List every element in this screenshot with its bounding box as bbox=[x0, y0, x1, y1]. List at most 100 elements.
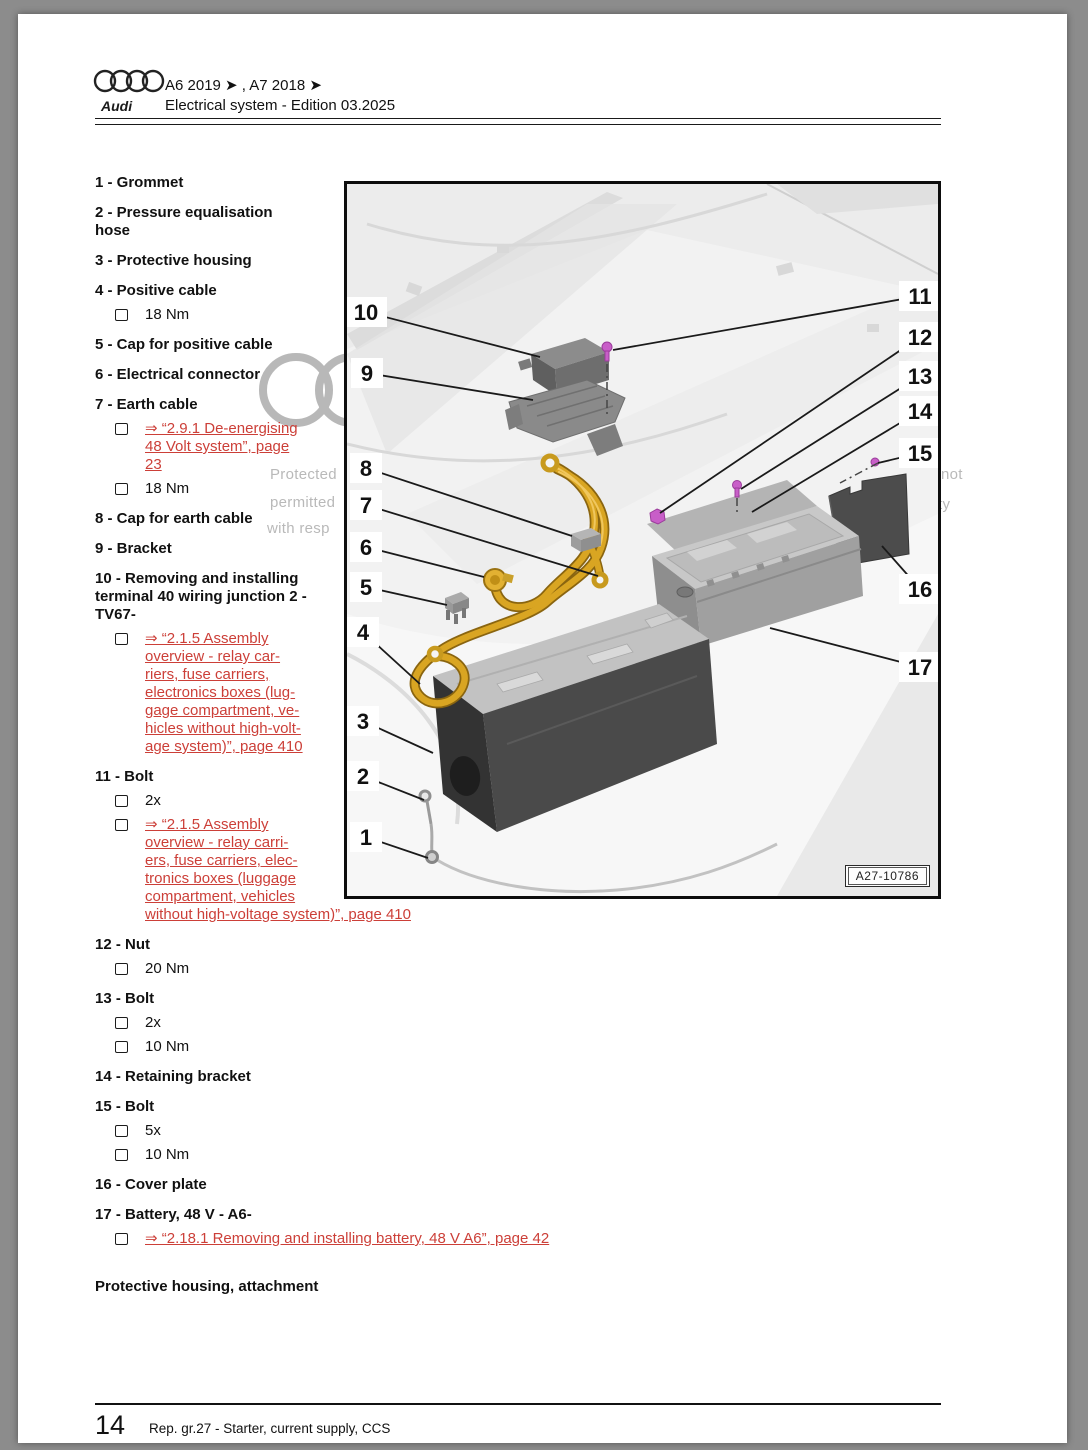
callout-number: 17 bbox=[908, 655, 932, 680]
callout-leader-line bbox=[751, 410, 921, 513]
assembly-axes bbox=[606, 364, 738, 516]
callout-leader-line bbox=[365, 504, 599, 577]
callout-number: 3 bbox=[357, 709, 369, 734]
audi-wordmark: Audi bbox=[100, 98, 133, 114]
earth-cap-part bbox=[571, 528, 601, 552]
watermark-fragment: ty bbox=[938, 496, 951, 513]
part-title: 17 - Battery, 48 V - A6- bbox=[95, 1206, 252, 1223]
callout-number: 2 bbox=[357, 764, 369, 789]
callout-leader-line bbox=[366, 372, 534, 401]
electrical-connector-part bbox=[483, 568, 514, 592]
callout-leader-line bbox=[365, 467, 573, 537]
torque-spec: 10 Nm bbox=[145, 1146, 190, 1163]
footer-divider bbox=[95, 1403, 941, 1405]
callout-leader-line bbox=[659, 336, 921, 514]
callout-label-box bbox=[347, 617, 379, 647]
checkbox-icon bbox=[115, 632, 128, 645]
checkbox-icon bbox=[115, 818, 128, 831]
parts-list-item: 6 - Electrical connector bbox=[95, 366, 955, 384]
part-note-link-row: ⇒ “2.18.1 Removing and installing batter… bbox=[95, 1230, 955, 1248]
part-title: 5 - Cap for positive cable bbox=[95, 336, 273, 353]
part-note-row: 2x bbox=[95, 1014, 955, 1032]
checkbox-icon bbox=[115, 962, 128, 975]
callout-leader-line bbox=[365, 546, 485, 578]
part-note-row: 5x bbox=[95, 1122, 955, 1140]
callout-label-box bbox=[350, 572, 382, 602]
watermark-fragment: not bbox=[941, 466, 963, 483]
part-title: 14 - Retaining bracket bbox=[95, 1068, 251, 1085]
part-title: 3 - Protective housing bbox=[95, 252, 252, 269]
torque-spec: 18 Nm bbox=[145, 306, 190, 323]
audi-logo: Audi bbox=[93, 69, 165, 114]
callout-number: 7 bbox=[360, 493, 372, 518]
header-text: A6 2019 ➤ , A7 2018 ➤ Electrical system … bbox=[165, 76, 395, 116]
callout-number: 12 bbox=[908, 325, 932, 350]
callout-label-box bbox=[899, 574, 941, 604]
torque-spec: 10 Nm bbox=[145, 1038, 190, 1055]
callout-number: 15 bbox=[908, 441, 932, 466]
part-note-row: 2x bbox=[95, 792, 955, 810]
callout-label-box bbox=[350, 822, 382, 852]
part-note-row: 18 Nm bbox=[95, 306, 955, 324]
header-subtitle: Electrical system - Edition 03.2025 bbox=[165, 97, 396, 114]
callout-label-box bbox=[899, 438, 941, 468]
part-title: 9 - Bracket bbox=[95, 540, 172, 557]
checkbox-icon bbox=[115, 1148, 128, 1161]
callout-leader-line bbox=[365, 311, 541, 358]
figure-id-box: A27-10786 bbox=[844, 865, 930, 887]
checkbox-icon bbox=[115, 308, 128, 321]
section-heading: Protective housing, attachment bbox=[95, 1278, 319, 1295]
checkbox-icon bbox=[115, 1040, 128, 1053]
figure-id: A27-10786 bbox=[847, 867, 927, 885]
parts-list-item: 14 - Retaining bracket bbox=[95, 1068, 955, 1086]
callout-number: 6 bbox=[360, 535, 372, 560]
callout-number: 10 bbox=[354, 300, 378, 325]
callout-label-box bbox=[350, 532, 382, 562]
callout-label-box bbox=[899, 281, 941, 311]
battery-cables bbox=[409, 453, 610, 709]
part-title: 11 - Bolt bbox=[95, 768, 154, 785]
checkbox-icon bbox=[115, 1124, 128, 1137]
callout-label-box bbox=[347, 706, 379, 736]
page-number: 14 bbox=[95, 1410, 126, 1440]
cross-reference-link[interactable]: ⇒ “2.18.1 Removing and installing batter… bbox=[145, 1230, 550, 1247]
watermark-fragment: with resp bbox=[267, 520, 330, 537]
part-title: 7 - Earth cable bbox=[95, 396, 198, 413]
callout-label-box bbox=[350, 453, 382, 483]
callout-number: 14 bbox=[908, 399, 933, 424]
callout-number: 8 bbox=[360, 456, 372, 481]
document-page: Audi A6 2019 ➤ , A7 2018 ➤ Electrical sy… bbox=[18, 14, 1067, 1443]
callout-label-box bbox=[899, 396, 941, 426]
callout-number: 9 bbox=[361, 361, 373, 386]
part-title: 8 - Cap for earth cable bbox=[95, 510, 253, 527]
part-note-row: 10 Nm bbox=[95, 1038, 955, 1056]
watermark-fragment: permitted bbox=[270, 494, 336, 511]
checkbox-icon bbox=[115, 1016, 128, 1029]
callout-label-box bbox=[350, 490, 382, 520]
positive-cap-part bbox=[445, 592, 469, 624]
part-note-row: 18 Nm bbox=[95, 480, 955, 498]
checkbox-icon bbox=[115, 794, 128, 807]
callout-label-box bbox=[899, 361, 941, 391]
checkbox-icon bbox=[115, 1232, 128, 1245]
part-title: 1 - Grommet bbox=[95, 174, 184, 191]
callout-label-box bbox=[899, 652, 941, 682]
callout-number: 11 bbox=[908, 284, 931, 309]
callout-label-box bbox=[899, 322, 941, 352]
watermark-fragment: Protected bbox=[270, 466, 337, 483]
checkbox-icon bbox=[115, 482, 128, 495]
